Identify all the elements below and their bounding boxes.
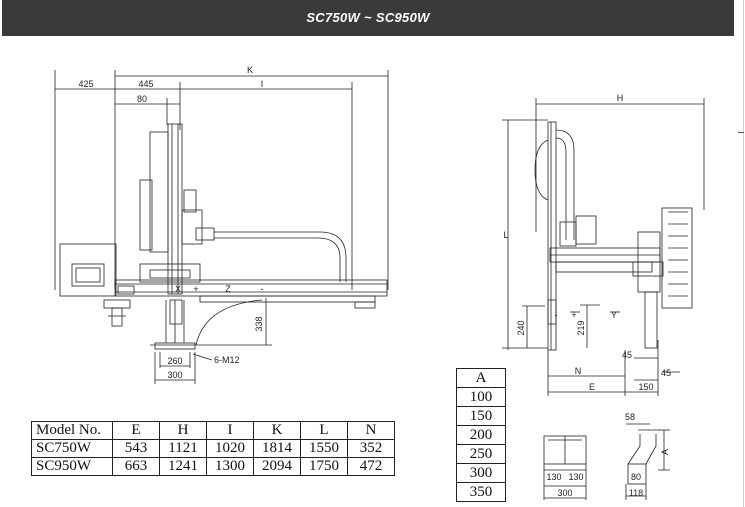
- dim-80: 80: [137, 94, 147, 104]
- a-table-cell: 100: [456, 387, 506, 407]
- table-cell: 1241: [159, 457, 207, 476]
- page-title: SC750W ~ SC950W: [306, 10, 430, 25]
- scrollbar-edge: [743, 0, 744, 507]
- a-table-cell: 150: [456, 406, 506, 426]
- table-header-cell: N: [347, 421, 395, 440]
- dim-l: L: [503, 230, 508, 240]
- scrollbar-tick: [738, 132, 744, 133]
- a-table-cell: 200: [456, 425, 506, 445]
- table-cell: 1550: [300, 439, 348, 458]
- dim-240: 240: [516, 320, 526, 335]
- table-cell: 1300: [206, 457, 254, 476]
- dim-150: 150: [638, 382, 653, 392]
- axis-z-label: Z: [225, 284, 231, 294]
- table-cell: 472: [347, 457, 395, 476]
- a-table-cell: 300: [456, 463, 506, 483]
- dim-bolts: 6-M12: [214, 355, 240, 365]
- dim-425: 425: [78, 79, 93, 89]
- dim-219: 219: [576, 320, 586, 335]
- mini-dim-130b: 130: [568, 472, 583, 482]
- table-header-cell: L: [300, 421, 348, 440]
- side-y-label: Y: [611, 310, 617, 320]
- table-cell: 352: [347, 439, 395, 458]
- dim-45b: 45: [661, 368, 671, 378]
- table-cell: 663: [112, 457, 160, 476]
- table-cell: 1814: [253, 439, 301, 458]
- mini-dim-80: 80: [631, 472, 641, 482]
- a-table-cell: 250: [456, 444, 506, 464]
- a-table-header: A: [456, 368, 506, 388]
- dim-n: N: [575, 366, 582, 376]
- side-plus-label: +: [571, 310, 576, 320]
- dim-445: 445: [138, 79, 153, 89]
- table-header-cell: I: [206, 421, 254, 440]
- table-cell: 1750: [300, 457, 348, 476]
- dim-i: I: [261, 79, 264, 89]
- table-cell: 2094: [253, 457, 301, 476]
- header-bar: SC750W ~ SC950W: [2, 0, 734, 36]
- table-header-cell: Model No.: [31, 421, 113, 440]
- mini-dim-118: 118: [629, 488, 643, 498]
- axis-minus-label: -: [261, 284, 264, 294]
- mini-dim-58: 58: [625, 412, 635, 422]
- dim-k: K: [247, 65, 253, 75]
- table-cell: 1121: [159, 439, 207, 458]
- a-table-cell: 350: [456, 482, 506, 502]
- table-row: SC950W 663 1241 1300 2094 1750 472: [31, 457, 395, 476]
- side-minus-label: -: [555, 310, 558, 320]
- dim-e: E: [589, 382, 595, 392]
- table-header-cell: E: [112, 421, 160, 440]
- dim-45a: 45: [622, 350, 632, 360]
- table-cell-model: SC950W: [31, 457, 113, 476]
- mini-dim-a: A: [660, 449, 670, 455]
- axis-plus-label: +: [193, 284, 198, 294]
- table-cell-model: SC750W: [31, 439, 113, 458]
- dim-338: 338: [254, 316, 264, 331]
- mini-dim-130a: 130: [546, 472, 561, 482]
- table-row: SC750W 543 1121 1020 1814 1550 352: [31, 439, 395, 458]
- spec-table: Model No. E H I K L N SC750W 543 1121 10…: [31, 421, 395, 476]
- dim-260: 260: [167, 356, 182, 366]
- table-cell: 1020: [206, 439, 254, 458]
- table-header-cell: K: [253, 421, 301, 440]
- dim-h: H: [617, 93, 624, 103]
- table-header-cell: H: [159, 421, 207, 440]
- table-header-row: Model No. E H I K L N: [31, 421, 395, 440]
- axis-x-label: X: [175, 284, 181, 294]
- dim-300: 300: [167, 370, 182, 380]
- table-cell: 543: [112, 439, 160, 458]
- mini-dim-300: 300: [557, 488, 572, 498]
- a-size-table: A 100 150 200 250 300 350: [456, 368, 506, 502]
